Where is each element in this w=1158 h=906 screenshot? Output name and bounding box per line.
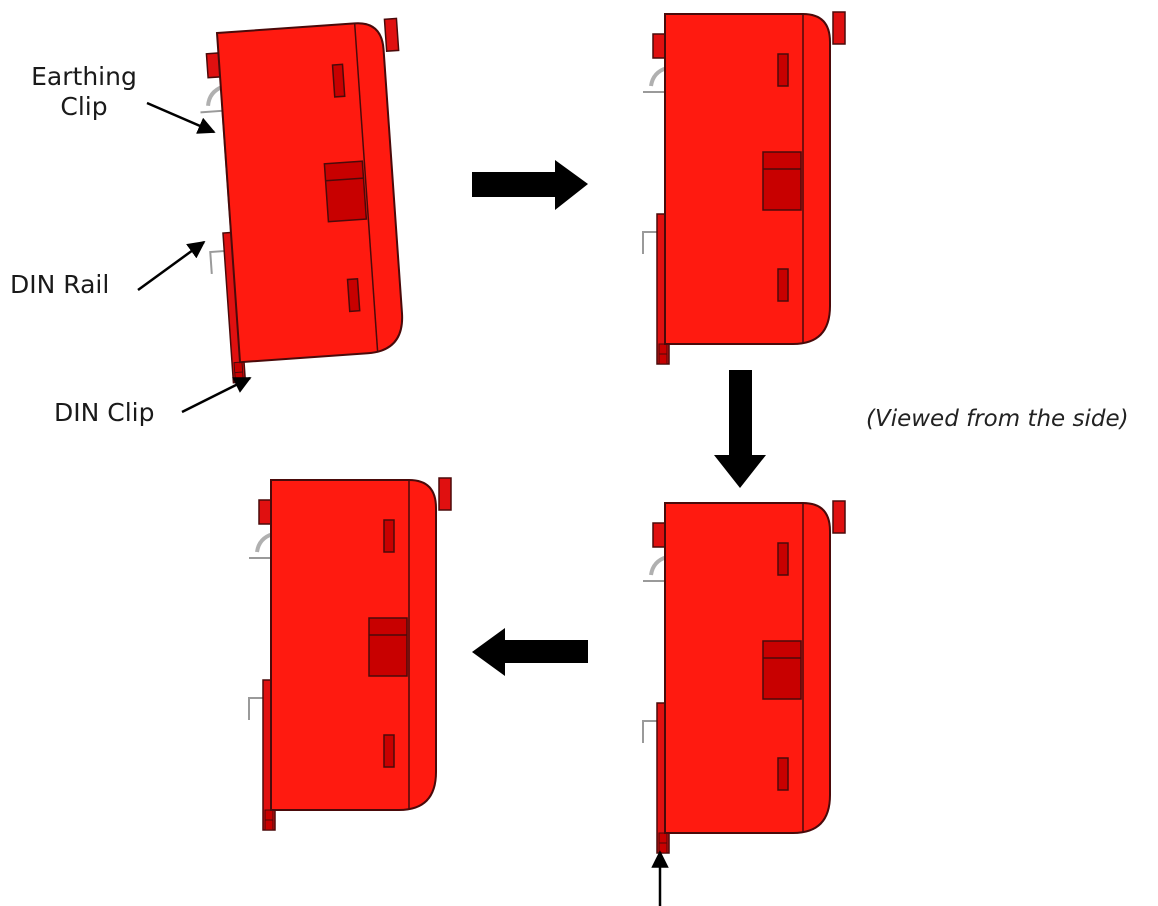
step-arrow-left-icon	[472, 628, 588, 676]
earthing-clip-label-line2: Clip	[60, 92, 108, 121]
step-arrow-down-icon	[714, 370, 766, 488]
earthing-clip-pointer-icon	[146, 101, 216, 134]
module-step-2	[641, 10, 847, 366]
earthing-clip-label-line1: Earthing	[31, 62, 137, 91]
din-rail-label: DIN Rail	[10, 270, 110, 299]
module-step-4	[247, 476, 453, 832]
step-arrow-right-icon	[472, 160, 588, 210]
view-note: (Viewed from the side)	[866, 406, 1129, 432]
din-clip-label: DIN Clip	[54, 398, 155, 427]
module-step-1	[192, 16, 423, 386]
earthing-clip-label: Earthing Clip	[14, 62, 154, 122]
din-clip-pointer-icon	[181, 376, 252, 414]
din-rail-pointer-icon	[137, 240, 206, 292]
module-step-3	[641, 499, 847, 855]
